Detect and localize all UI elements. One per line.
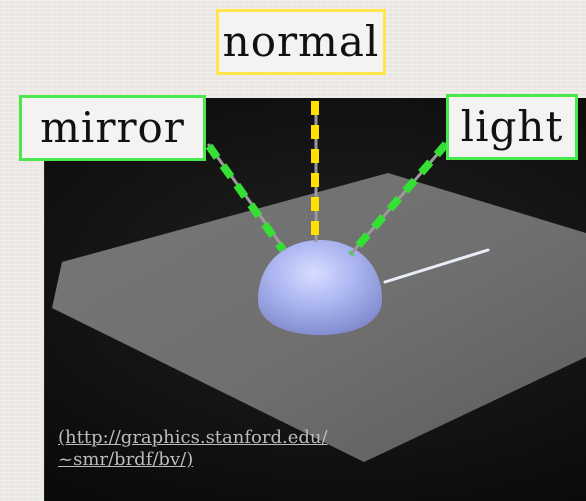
light-label: light (446, 94, 578, 160)
normal-label: normal (216, 9, 386, 75)
citation-line-1: (http://graphics.stanford.edu/ (58, 427, 328, 448)
citation-line-2: ~smr/brdf/bv/) (58, 449, 194, 470)
mirror-label: mirror (19, 95, 206, 161)
mirror-dashed-line (205, 143, 287, 253)
light-dashed-line (347, 141, 450, 257)
dome (258, 240, 382, 335)
highlight-streak (383, 248, 490, 284)
citation-link[interactable]: (http://graphics.stanford.edu/ ~smr/brdf… (58, 427, 418, 471)
